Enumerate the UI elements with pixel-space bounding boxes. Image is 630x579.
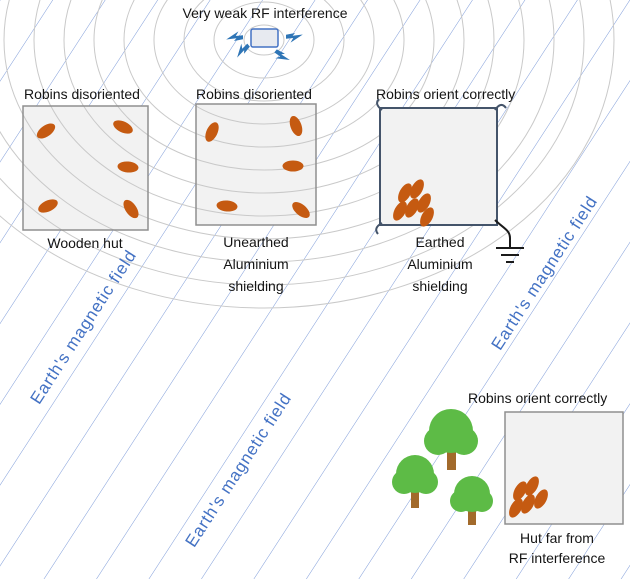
far-hut-box: [504, 411, 624, 525]
robin: [117, 161, 139, 173]
robins-earthed-shield: [393, 179, 434, 227]
tree: [424, 409, 478, 470]
robin: [216, 200, 238, 212]
wooden-hut-box: [22, 105, 149, 231]
robin: [410, 179, 424, 199]
svg-text:Aluminium: Aluminium: [407, 256, 472, 272]
robins-unearthed-shield: [205, 115, 310, 218]
robin: [282, 160, 304, 172]
robins-far-hut: [509, 476, 548, 518]
robin: [405, 198, 419, 218]
earthed-shield-status-label: Robins orient correctly: [376, 86, 515, 102]
svg-text:Hut far from: Hut far from: [520, 530, 594, 546]
far-hut-caption: Hut far from RF interference: [509, 530, 606, 566]
robin: [513, 481, 527, 501]
foil-clip-icon: [494, 104, 507, 111]
svg-text:shielding: shielding: [228, 278, 283, 294]
robin: [417, 193, 431, 213]
earthed-shield-caption: Earthed Aluminium shielding: [407, 234, 472, 294]
far-hut-status-label: Robins orient correctly: [468, 390, 607, 406]
rf-source: [226, 28, 303, 67]
unearthed-shield-caption: Unearthed Aluminium shielding: [223, 234, 288, 294]
robin: [38, 199, 58, 213]
robin: [205, 122, 219, 142]
tree: [392, 455, 438, 508]
svg-text:Earthed: Earthed: [415, 234, 464, 250]
foil-clip-icon: [376, 98, 383, 111]
svg-text:shielding: shielding: [412, 278, 467, 294]
robin: [398, 183, 412, 203]
earth-ground-symbol: [494, 219, 524, 263]
wooden-hut-caption: Wooden hut: [47, 235, 122, 251]
robin: [525, 476, 539, 496]
svg-text:Aluminium: Aluminium: [223, 256, 288, 272]
robin: [534, 489, 548, 509]
svg-text:RF interference: RF interference: [509, 550, 606, 566]
robin: [292, 202, 310, 218]
robin: [521, 494, 535, 514]
earthed-shield-box: [375, 98, 507, 235]
wooden-hut-status-label: Robins disoriented: [24, 86, 140, 102]
robin: [420, 207, 434, 227]
robin: [113, 120, 133, 134]
robin: [393, 201, 407, 221]
rf-transmitter-icon: [250, 28, 279, 48]
robin: [123, 199, 139, 219]
unearthed-shield-box: [195, 103, 317, 226]
rf-wave-arcs: [0, 0, 615, 309]
foil-clip-icon: [375, 222, 383, 235]
robin: [289, 115, 303, 137]
tree: [450, 476, 493, 525]
robins-wooden-hut: [36, 120, 139, 219]
unearthed-shield-status-label: Robins disoriented: [196, 86, 312, 102]
diagram-title: Very weak RF interference: [183, 5, 348, 21]
robin: [509, 498, 523, 518]
svg-text:Unearthed: Unearthed: [223, 234, 288, 250]
robin: [36, 123, 56, 139]
